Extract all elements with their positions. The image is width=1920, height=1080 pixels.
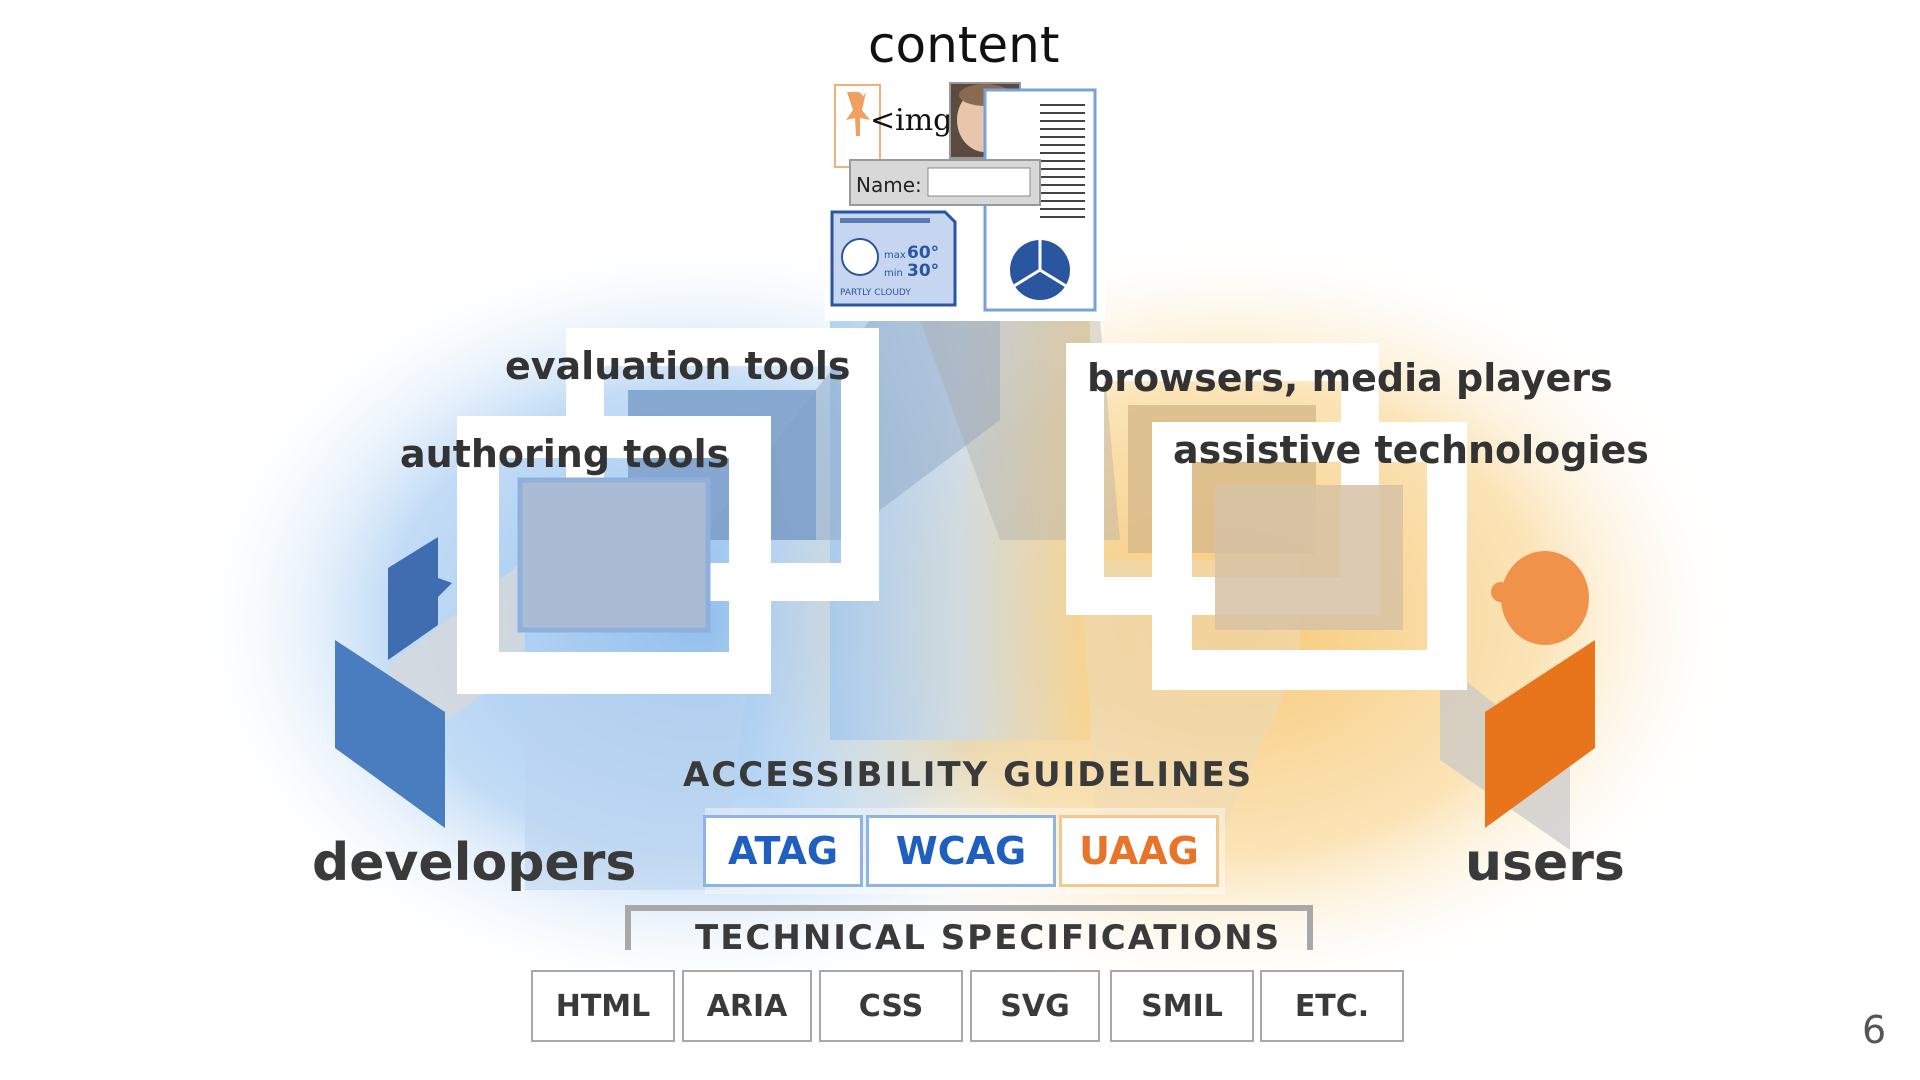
authoring-tools-frame bbox=[457, 416, 771, 694]
specifications-heading: TECHNICAL SPECIFICATIONS bbox=[695, 918, 1282, 958]
slide-number: 6 bbox=[1862, 1008, 1887, 1052]
name-field-label: Name: bbox=[856, 173, 922, 197]
developers-label: developers bbox=[312, 833, 637, 893]
browsers-media-players-label: browsers, media players bbox=[1087, 356, 1613, 400]
users-label: users bbox=[1465, 833, 1625, 893]
authoring-tools-label: authoring tools bbox=[400, 432, 730, 476]
content-label: content bbox=[868, 16, 1060, 74]
user-head bbox=[1501, 551, 1589, 645]
assistive-tech-frame bbox=[1152, 422, 1467, 690]
weather-widget bbox=[830, 210, 957, 307]
weather-condition: PARTLY CLOUDY bbox=[840, 288, 911, 298]
name-field-input bbox=[927, 167, 1031, 197]
spec-svg: SVG bbox=[970, 970, 1100, 1042]
img-tag-text: <img bbox=[870, 103, 952, 138]
authoring-tools-screen bbox=[517, 477, 711, 633]
weather-max-value: 60° bbox=[907, 243, 939, 263]
content-collage: <img Name: max 60° bbox=[825, 78, 1105, 321]
specifications-bracket bbox=[625, 905, 1313, 950]
spec-smil: SMIL bbox=[1110, 970, 1254, 1042]
weather-min-value: 30° bbox=[907, 261, 939, 281]
beam-authoring-to-guidelines bbox=[525, 665, 750, 890]
weather-max-label: max bbox=[884, 250, 906, 261]
user-body bbox=[1485, 640, 1595, 828]
assistive-tech-screen bbox=[1215, 485, 1403, 630]
ballerina-icon bbox=[846, 92, 870, 136]
cloud-icon bbox=[841, 238, 879, 276]
beam-browsers-to-guidelines bbox=[1080, 560, 1300, 880]
pie-chart-dividers bbox=[1013, 240, 1067, 288]
weather-widget-header bbox=[840, 218, 930, 223]
spec-html: HTML bbox=[531, 970, 675, 1042]
document-text-lines bbox=[1040, 104, 1085, 218]
spec-aria: ARIA bbox=[682, 970, 812, 1042]
guideline-atag: ATAG bbox=[703, 815, 863, 887]
developer-body bbox=[335, 640, 445, 828]
assistive-technologies-label: assistive technologies bbox=[1173, 428, 1649, 472]
spec-css: CSS bbox=[819, 970, 963, 1042]
developer-head bbox=[388, 537, 452, 660]
spec-etc: ETC. bbox=[1260, 970, 1404, 1042]
guideline-uaag: UAAG bbox=[1059, 815, 1219, 887]
guideline-wcag: WCAG bbox=[866, 815, 1056, 887]
user-nose bbox=[1491, 582, 1511, 602]
weather-min-label: min bbox=[884, 268, 903, 279]
guidelines-heading: ACCESSIBILITY GUIDELINES bbox=[683, 755, 1254, 795]
evaluation-tools-frame bbox=[566, 328, 879, 601]
evaluation-tools-label: evaluation tools bbox=[505, 344, 851, 388]
